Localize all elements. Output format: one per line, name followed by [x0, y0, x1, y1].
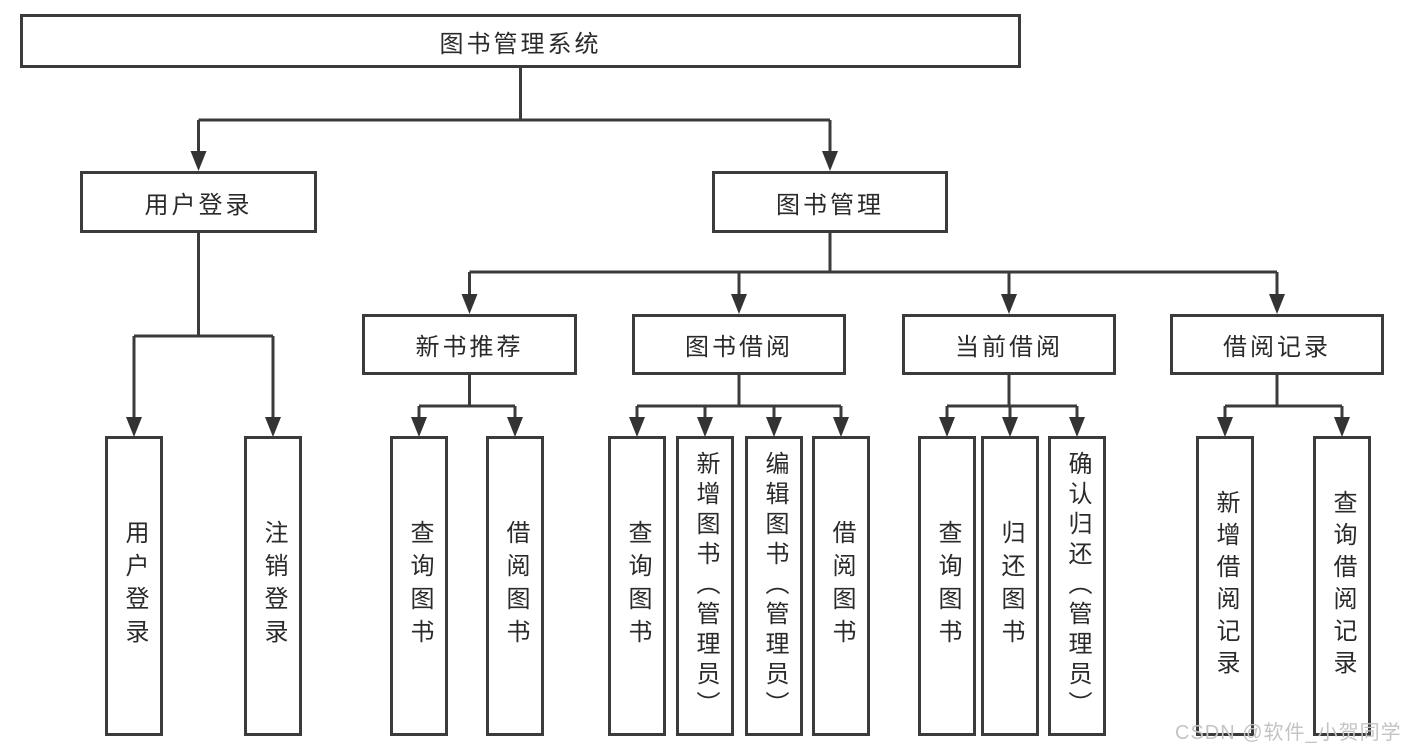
node-leaf-add-books-admin: 新增图书（管理员）: [676, 436, 734, 736]
node-leaf-confirm-return-admin-label: 确认归还（管理员）: [1064, 451, 1091, 721]
node-leaf-query-books-1: 查询图书: [390, 436, 448, 736]
connector-new-books-to-leaves: [411, 375, 523, 437]
node-leaf-query-books-2: 查询图书: [608, 436, 666, 736]
node-leaf-borrow-books-2-label: 借阅图书: [828, 520, 855, 652]
connector-book-borrow-to-leaves: [629, 375, 849, 437]
node-new-book-recommend-label: 新书推荐: [415, 334, 524, 361]
node-user-login-branch-label: 用户登录: [144, 191, 253, 219]
node-leaf-query-borrow-record: 查询借阅记录: [1313, 436, 1371, 736]
node-book-management-branch-label: 图书管理: [776, 191, 884, 219]
node-leaf-edit-books-admin: 编辑图书（管理员）: [745, 436, 803, 736]
node-leaf-add-borrow-record: 新增借阅记录: [1196, 436, 1254, 736]
node-leaf-return-books: 归还图书: [981, 436, 1039, 736]
node-new-book-recommend: 新书推荐: [362, 314, 577, 375]
connector-borrow-records-to-leaves: [1217, 375, 1350, 437]
node-leaf-edit-books-admin-label: 编辑图书（管理员）: [761, 451, 788, 721]
node-leaf-borrow-books-1-label: 借阅图书: [502, 520, 529, 652]
node-leaf-return-books-label: 归还图书: [997, 520, 1024, 652]
csdn-watermark: CSDN @软件_小贺同学: [1175, 722, 1402, 744]
node-user-login-branch: 用户登录: [80, 171, 317, 233]
node-borrowing-records-label: 借阅记录: [1223, 334, 1331, 361]
connector-user-login-to-leaves: [126, 233, 281, 437]
node-leaf-add-books-admin-label: 新增图书（管理员）: [692, 451, 719, 721]
node-borrowing-records: 借阅记录: [1170, 314, 1384, 375]
node-leaf-borrow-books-1: 借阅图书: [486, 436, 544, 736]
node-leaf-query-books-2-label: 查询图书: [624, 520, 651, 652]
node-leaf-query-books-1-label: 查询图书: [406, 520, 433, 652]
node-library-management-system: 图书管理系统: [20, 14, 1021, 68]
node-book-borrowing-label: 图书借阅: [685, 334, 793, 361]
node-leaf-query-borrow-record-label: 查询借阅记录: [1329, 490, 1356, 682]
node-current-borrowing-label: 当前借阅: [955, 334, 1063, 361]
node-leaf-query-books-3: 查询图书: [918, 436, 976, 736]
node-leaf-user-login-label: 用户登录: [121, 520, 148, 652]
node-leaf-query-books-3-label: 查询图书: [934, 520, 961, 652]
node-leaf-add-borrow-record-label: 新增借阅记录: [1212, 490, 1239, 682]
node-leaf-user-login: 用户登录: [105, 436, 163, 736]
connector-root-to-branches: [190, 68, 838, 171]
node-leaf-borrow-books-2: 借阅图书: [812, 436, 870, 736]
node-leaf-logout-label: 注销登录: [260, 520, 287, 652]
node-book-management-branch: 图书管理: [712, 171, 948, 233]
node-library-management-system-label: 图书管理系统: [439, 30, 602, 58]
connector-current-borrow-to-leaves: [939, 375, 1085, 437]
node-leaf-logout: 注销登录: [244, 436, 302, 736]
connector-book-mgmt-to-sections: [461, 233, 1285, 314]
node-leaf-confirm-return-admin: 确认归还（管理员）: [1048, 436, 1106, 736]
node-book-borrowing: 图书借阅: [632, 314, 846, 375]
node-current-borrowing: 当前借阅: [902, 314, 1116, 375]
